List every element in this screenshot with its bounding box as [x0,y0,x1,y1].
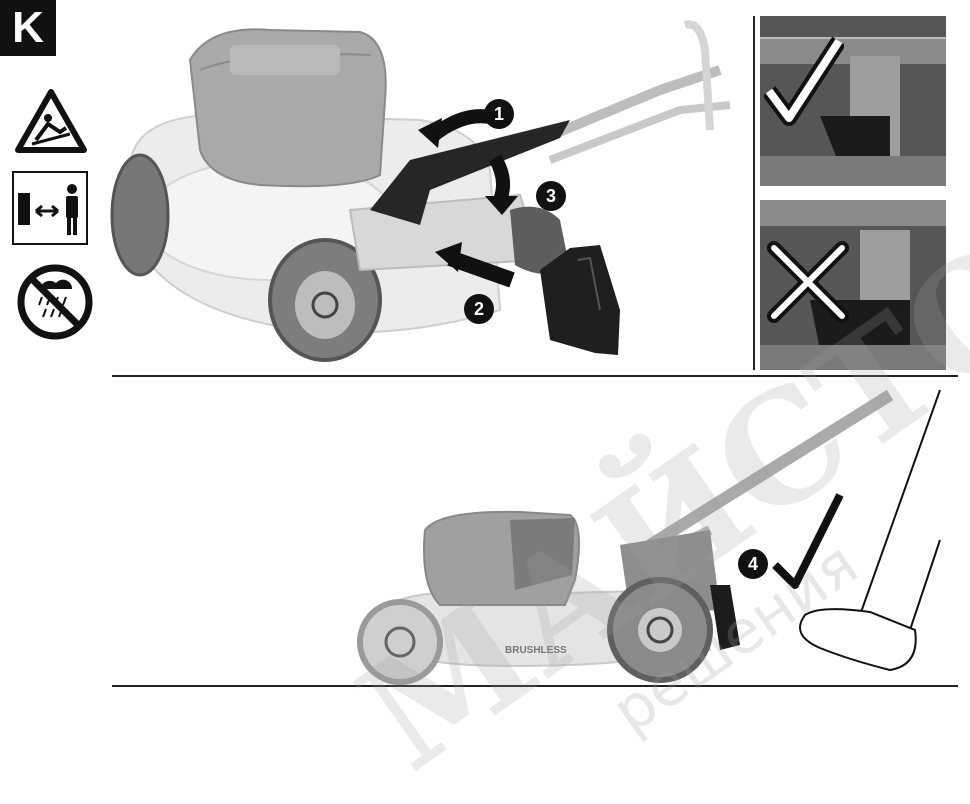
correct-position-photo [760,16,946,186]
section-badge: K [0,0,56,56]
mower-side-view-illustration: BRUSHLESS [350,380,950,685]
divider-middle [112,375,958,377]
no-rain-icon [16,263,94,341]
divider-vertical [753,16,755,370]
cross-icon [766,240,850,324]
step-2-badge: 2 [464,294,494,324]
divider-bottom [112,685,958,687]
checkmark-icon [764,36,844,126]
step-1-badge: 1 [484,99,514,129]
brushless-label: BRUSHLESS [505,645,567,656]
incorrect-position-photo [760,200,946,370]
falling-hazard-warning-icon [14,88,88,154]
keep-distance-icon [12,171,88,245]
step-3-badge: 3 [536,181,566,211]
step-4-badge: 4 [738,549,768,579]
mower-assembly-illustration [100,10,750,370]
